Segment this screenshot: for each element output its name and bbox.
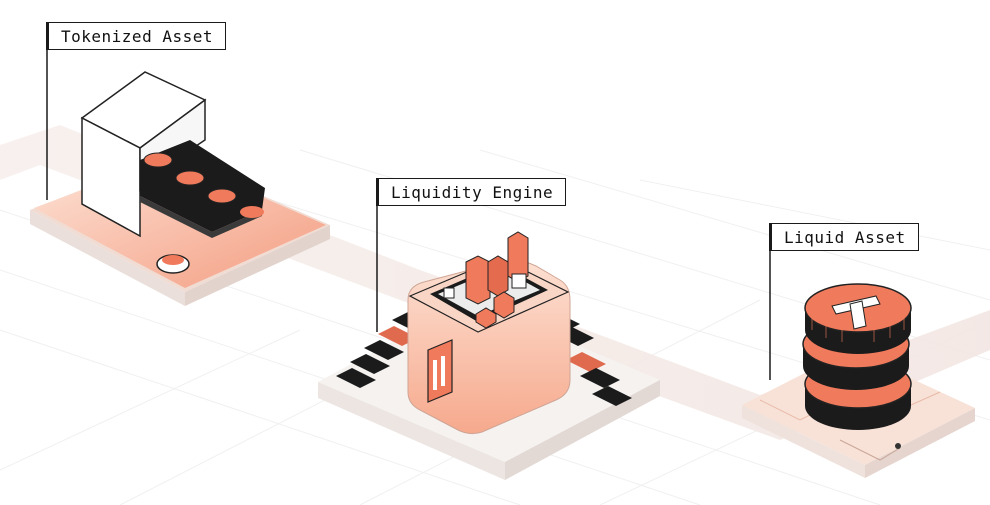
liquid-asset-label: Liquid Asset — [769, 223, 919, 251]
tokenized-asset-platform — [30, 71, 330, 306]
engine-logo-icon — [427, 339, 453, 403]
conveyor-belt — [140, 140, 265, 238]
liquidity-engine-platform — [318, 231, 660, 480]
coin-stack — [802, 283, 912, 430]
liquidity-engine-label: Liquidity Engine — [376, 178, 567, 206]
tether-icon — [831, 295, 881, 330]
liquid-asset-platform — [742, 283, 975, 478]
engine-bars — [443, 231, 529, 329]
token-button-icon — [156, 254, 190, 274]
tokenized-asset-label: Tokenized Asset — [46, 22, 226, 50]
